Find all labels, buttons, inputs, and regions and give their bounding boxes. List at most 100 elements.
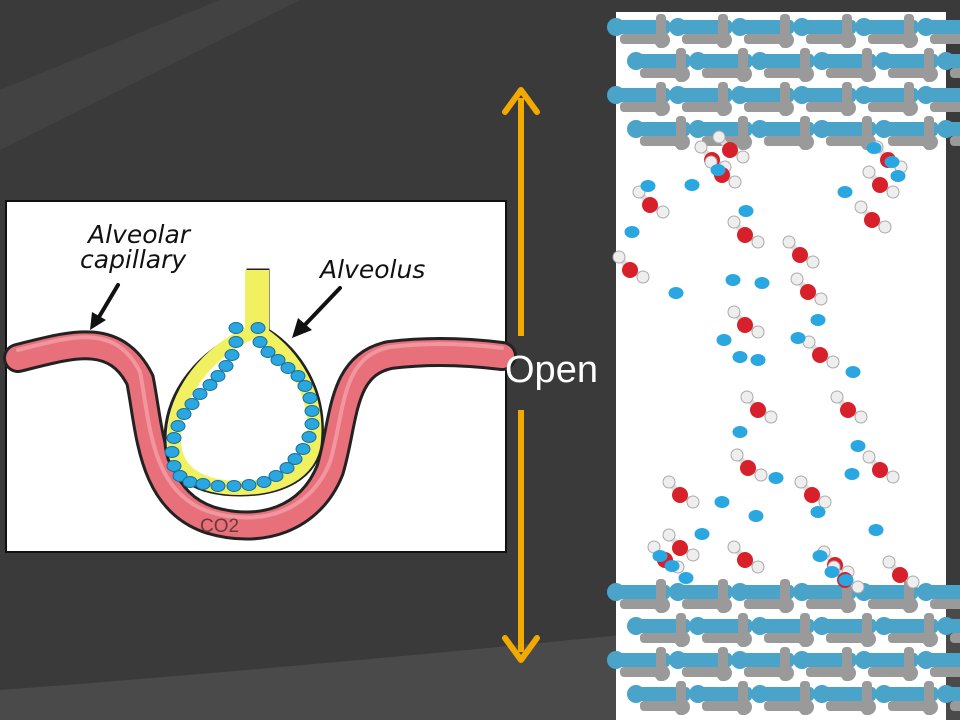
oxygen-dot	[750, 354, 766, 366]
oxygen-dot	[790, 332, 806, 344]
lattice-bond	[612, 20, 670, 34]
lattice-atom	[875, 685, 893, 703]
lattice-atom	[669, 86, 687, 104]
lattice-bond	[736, 585, 794, 599]
hydrogen-atom	[736, 150, 750, 164]
hydrogen-atom	[712, 130, 726, 144]
lattice-atom	[917, 651, 935, 669]
lattice-bond	[826, 136, 870, 146]
hydrogen-atom	[882, 555, 896, 569]
lattice-bond	[818, 687, 876, 701]
lattice-atom	[855, 18, 873, 36]
lattice-bond	[880, 687, 938, 701]
oxygen-atom	[737, 552, 753, 568]
lattice-atom	[793, 583, 811, 601]
lattice-bond	[736, 653, 794, 667]
lattice-bond	[620, 599, 664, 609]
lattice-bond	[860, 653, 918, 667]
hydrogen-atom	[686, 548, 700, 562]
lattice-bond	[888, 68, 932, 78]
hydrogen-atom	[764, 410, 778, 424]
lattice-atom	[627, 120, 645, 138]
oxygen-dot	[295, 443, 311, 455]
lattice-bond	[806, 102, 850, 112]
lattice-bond	[818, 122, 876, 136]
oxygen-dot	[297, 380, 313, 392]
lattice-atom	[654, 100, 670, 116]
hydrogen-atom	[727, 215, 741, 229]
oxygen-dot	[226, 480, 242, 492]
oxygen-dot	[280, 362, 296, 374]
oxygen-atom	[642, 197, 658, 213]
oxygen-dot	[224, 349, 240, 361]
lattice-bond	[930, 102, 960, 112]
lattice-atom	[840, 665, 856, 681]
oxygen-dot	[810, 506, 826, 518]
oxygen-dot	[890, 170, 906, 182]
lattice-bond	[930, 34, 960, 44]
lattice-atom	[860, 66, 876, 82]
oxygen-dot	[640, 180, 656, 192]
lattice-bond	[818, 54, 876, 68]
lattice-bond	[930, 667, 960, 677]
lattice-atom	[689, 52, 707, 70]
oxygen-dot	[884, 156, 900, 168]
lattice-bond	[950, 68, 960, 78]
lattice-atom	[689, 685, 707, 703]
lattice-atom	[607, 18, 625, 36]
lattice-atom	[937, 120, 955, 138]
oxygen-dot	[768, 472, 784, 484]
lattice-atom	[922, 66, 938, 82]
hydrogen-atom	[612, 250, 626, 264]
hydrogen-atom	[730, 448, 744, 462]
oxygen-dot	[260, 346, 276, 358]
lattice-atom	[669, 18, 687, 36]
lattice-bond	[744, 34, 788, 44]
oxygen-dot	[182, 476, 198, 488]
lattice-bond	[756, 619, 814, 633]
lattice-bond	[632, 619, 690, 633]
lattice-bond	[620, 102, 664, 112]
hydrogen-atom	[751, 325, 765, 339]
oxygen-atom	[892, 567, 908, 583]
oxygen-atom	[800, 284, 816, 300]
lattice-bond	[640, 68, 684, 78]
lattice-bond	[860, 585, 918, 599]
lattice-atom	[716, 32, 732, 48]
oxygen-dot	[838, 574, 854, 586]
lattice-atom	[798, 631, 814, 647]
lattice-atom	[860, 631, 876, 647]
oxygen-dot	[652, 550, 668, 562]
oxygen-dot	[250, 322, 266, 334]
lattice-atom	[793, 18, 811, 36]
pointer-arrow-alveolus	[292, 286, 342, 338]
oxygen-dot	[287, 453, 303, 465]
lattice-bond	[744, 102, 788, 112]
label-alveolus: Alveolus	[318, 255, 425, 284]
hydrogen-atom	[782, 235, 796, 249]
lattice-atom	[813, 52, 831, 70]
lattice-bond	[682, 599, 726, 609]
lattice-atom	[875, 617, 893, 635]
lattice-atom	[922, 699, 938, 715]
oxygen-dot	[170, 420, 186, 432]
oxygen-dot	[732, 351, 748, 363]
hydrogen-atom	[826, 355, 840, 369]
lattice-atom	[902, 665, 918, 681]
lattice-atom	[798, 699, 814, 715]
lattice-bond	[640, 136, 684, 146]
lattice-atom	[607, 86, 625, 104]
lattice-bond	[674, 20, 732, 34]
oxygen-dot	[678, 572, 694, 584]
hydrogen-atom	[886, 470, 900, 484]
lattice-atom	[627, 685, 645, 703]
lattice-atom	[793, 86, 811, 104]
oxygen-dot	[684, 179, 700, 191]
hydrogen-atom	[727, 305, 741, 319]
lattice-atom	[716, 665, 732, 681]
oxygen-dot	[302, 392, 318, 404]
oxygen-dot	[714, 496, 730, 508]
lattice-bond	[868, 102, 912, 112]
lattice-atom	[654, 597, 670, 613]
oxygen-dot	[228, 336, 244, 348]
